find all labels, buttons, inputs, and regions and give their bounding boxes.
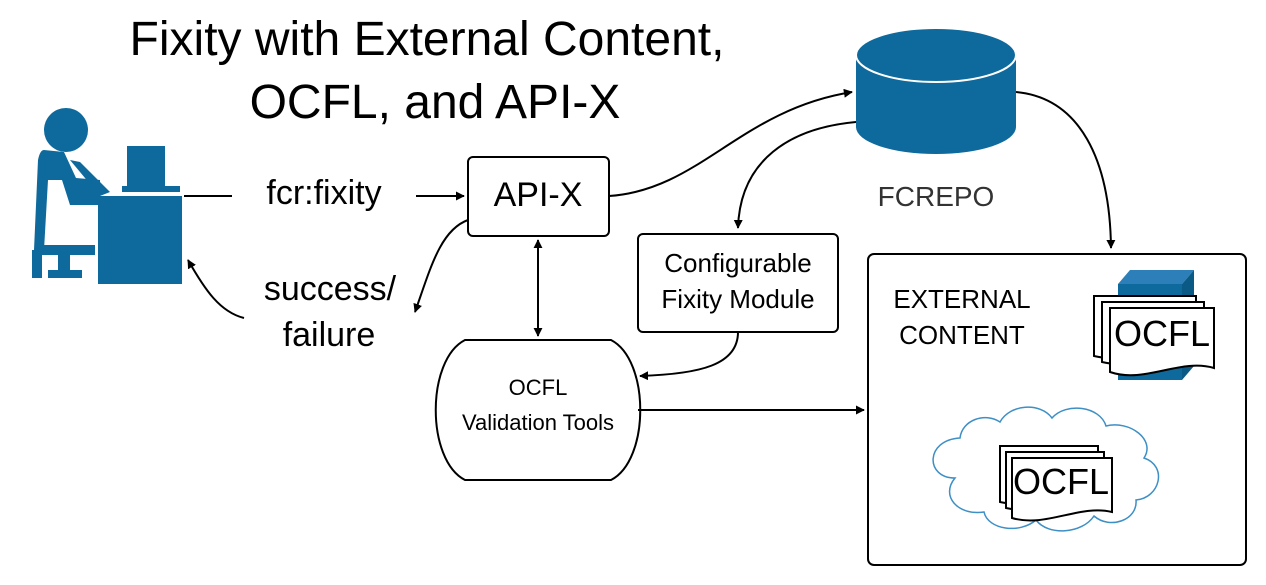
request-label: fcr:fixity bbox=[266, 174, 381, 212]
ocfl-cloud-label: OCFL bbox=[1013, 461, 1109, 502]
fixity-module-label-line-1: Configurable bbox=[664, 248, 811, 278]
document-stack-icon bbox=[1093, 295, 1215, 377]
repo-to-fixity-curve bbox=[733, 121, 857, 229]
response-label-line-2: failure bbox=[283, 316, 376, 354]
user-at-computer-icon bbox=[32, 108, 182, 284]
repo-to-external-curve bbox=[1015, 91, 1116, 249]
response-curve bbox=[413, 219, 469, 313]
validation-tools-shape bbox=[434, 339, 642, 481]
validation-tools-label-line-1: OCFL bbox=[509, 375, 568, 400]
apix-label: API-X bbox=[494, 176, 583, 214]
apix-box bbox=[467, 156, 610, 237]
validation-tools-label-line-2: Validation Tools bbox=[462, 410, 614, 435]
diagram-title-line-2: OCFL, and API-X bbox=[250, 76, 621, 129]
response-label-line-1: success/ bbox=[264, 270, 397, 308]
external-content-label-line-1: EXTERNAL bbox=[893, 284, 1030, 314]
apix-to-repo-curve bbox=[608, 88, 853, 197]
diagram-title-line-1: Fixity with External Content, bbox=[130, 13, 725, 66]
return-curve bbox=[187, 259, 245, 319]
external-content-label-line-2: CONTENT bbox=[899, 320, 1025, 350]
ocfl-stack-label: OCFL bbox=[1114, 313, 1210, 354]
database-icon bbox=[855, 27, 1017, 154]
fixity-to-validation-curve bbox=[639, 331, 739, 381]
document-stack-icon bbox=[999, 445, 1113, 522]
repository-label: FCREPO bbox=[878, 181, 995, 212]
fixity-module-label-line-2: Fixity Module bbox=[661, 284, 814, 314]
